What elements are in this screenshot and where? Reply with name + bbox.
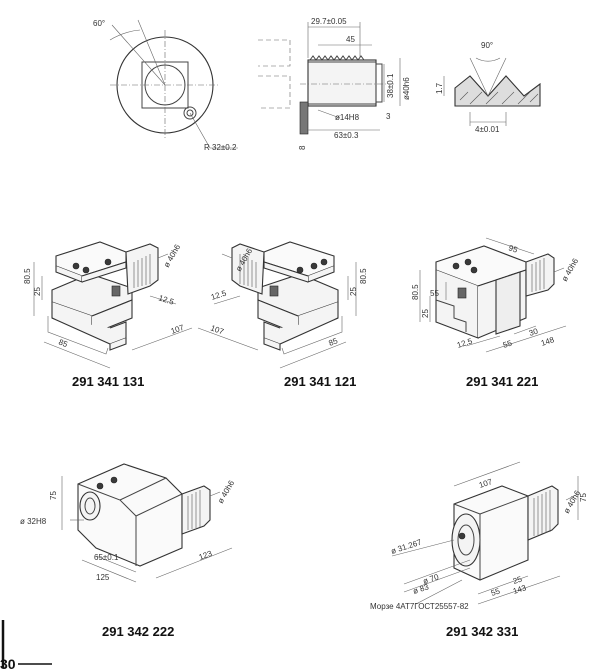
h4-shank-label: ø 40h6 bbox=[216, 478, 237, 505]
h5-top-label: 107 bbox=[478, 477, 494, 490]
tooth-angle-label: 90° bbox=[481, 41, 493, 50]
section-overall-label: 63±0.3 bbox=[334, 131, 359, 140]
h5-bore1-label: ø 31.267 bbox=[390, 537, 423, 555]
holder-291-341-121: 80.5 25 ø 40h6 12.5 107 85 291 341 121 bbox=[197, 241, 368, 389]
ring-view: 60° R 32±0.2 bbox=[93, 19, 238, 152]
h3-shank-label: ø 40h6 bbox=[560, 256, 581, 283]
tooth-height-label: 1.7 bbox=[435, 82, 444, 94]
holder-291-342-331: 107 ø 40h6 75 ø 31.267 ø 70 ø 83 55 25 1… bbox=[370, 461, 588, 639]
h2-offset-label: 12.5 bbox=[210, 288, 228, 302]
h1-height-label: 80.5 bbox=[23, 268, 32, 284]
h3-part-number: 291 341 221 bbox=[466, 374, 538, 389]
h1-width-label: 85 bbox=[57, 338, 69, 350]
h4-length-label: 123 bbox=[198, 549, 214, 562]
section-small-label: 3 bbox=[386, 112, 391, 121]
holder-291-341-221: 95 ø 40h6 80.5 55 25 12.5 55 30 148 291 … bbox=[411, 237, 581, 389]
h1-offset-label: 12.5 bbox=[157, 293, 175, 307]
h3-top-label: 95 bbox=[507, 243, 519, 254]
tooth-pitch-label: 4±0.01 bbox=[475, 125, 500, 134]
section-width-label: 29.7±0.05 bbox=[311, 17, 347, 26]
h3-gap-label: 30 bbox=[528, 326, 540, 337]
h5-b-label: 25 bbox=[512, 574, 524, 585]
h4-width-label: 125 bbox=[96, 573, 110, 582]
section-bore-label: ø14H8 bbox=[335, 113, 360, 122]
section-dia1-label: 38±0.1 bbox=[386, 73, 395, 98]
h3-slot-label: 55 bbox=[502, 338, 514, 349]
h2-width-label: 85 bbox=[327, 336, 339, 348]
holder-291-341-131: 80.5 25 ø 40h6 12.5 107 85 291 341 131 bbox=[23, 241, 193, 389]
h2-height-label: 80.5 bbox=[359, 268, 368, 284]
h5-height-label: 75 bbox=[579, 493, 588, 502]
h1-part-number: 291 341 131 bbox=[72, 374, 144, 389]
h1-base-label: 25 bbox=[33, 287, 42, 296]
page-number-block: 30 bbox=[0, 620, 52, 672]
section-view: 29.7±0.05 45 38±0.1 ø40h6 ø14H8 63±0.3 3… bbox=[258, 17, 411, 150]
h5-c-label: 143 bbox=[512, 583, 528, 596]
h3-base-label: 25 bbox=[421, 309, 430, 318]
h5-morse-label: Морзе 4АТ7ГОСТ25557-82 bbox=[370, 602, 469, 611]
h1-length-label: 107 bbox=[170, 323, 186, 336]
h5-part-number: 291 342 331 bbox=[446, 624, 518, 639]
h1-shank-label: ø 40h6 bbox=[162, 242, 183, 269]
ring-angle-label: 60° bbox=[93, 19, 105, 28]
section-step-label: 8 bbox=[298, 145, 307, 150]
h5-bore3-label: ø 83 bbox=[412, 582, 431, 596]
h4-part-number: 291 342 222 bbox=[102, 624, 174, 639]
holder-291-342-222: 75 ø 40h6 ø 32H8 65±0.1 125 123 291 342 … bbox=[20, 463, 237, 639]
h2-part-number: 291 341 121 bbox=[284, 374, 356, 389]
h2-length-label: 107 bbox=[209, 323, 225, 336]
tooth-detail: 90° 1.7 4±0.01 bbox=[435, 41, 541, 134]
section-length-label: 45 bbox=[346, 35, 355, 44]
h4-center-label: 65±0.1 bbox=[94, 553, 119, 562]
h3-length-label: 148 bbox=[540, 335, 556, 348]
h2-base-label: 25 bbox=[349, 287, 358, 296]
section-dia2-label: ø40h6 bbox=[402, 77, 411, 100]
h3-mid-label: 55 bbox=[430, 289, 439, 298]
h5-a-label: 55 bbox=[490, 586, 502, 597]
h4-bore-label: ø 32H8 bbox=[20, 517, 47, 526]
ring-radius-label: R 32±0.2 bbox=[204, 143, 237, 152]
h4-height-label: 75 bbox=[49, 491, 58, 500]
page-number: 30 bbox=[0, 656, 16, 672]
h3-offset-label: 12.5 bbox=[456, 336, 474, 350]
h3-height-label: 80.5 bbox=[411, 284, 420, 300]
